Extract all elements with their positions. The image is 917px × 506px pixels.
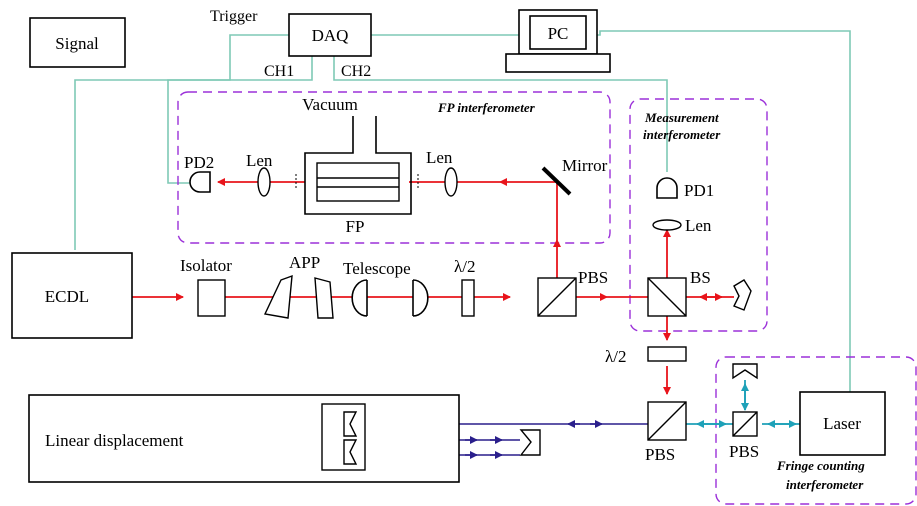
ch1-label: CH1 [264,63,294,80]
measurement-interferometer-label-1: Measurement [644,110,719,125]
telescope-icon [351,279,429,317]
bs-label: BS [690,268,711,287]
ecdl-box [11,252,133,339]
measurement-interferometer-label-2: interferometer [643,127,721,142]
lens-pd1-icon [652,219,682,231]
daq-label: DAQ [312,26,349,45]
fp-label: FP [346,217,365,236]
ecdl-label: ECDL [45,287,89,306]
telescope-label: Telescope [343,259,411,278]
pc-icon [505,9,611,73]
lens-right-icon [444,167,458,197]
retroreflector-fringe-icon [732,363,758,380]
pbs-top-icon [537,277,577,317]
ch2-label: CH2 [341,63,371,80]
fp-interferometer-enclosure [177,91,611,244]
half-wave-2-label: λ/2 [605,347,626,366]
fringe-counting-label-2: interferometer [786,477,864,492]
daq-box [288,13,372,57]
retroreflector-top-icon [733,279,752,311]
half-wave-plate-1-icon [461,279,475,317]
vacuum-label: Vacuum [302,95,358,114]
pc-label: PC [548,24,569,43]
retroreflector-bottom-icon [519,429,541,456]
laser-label: Laser [823,414,861,433]
pd1-icon [656,177,678,199]
signal-label: Signal [55,34,99,53]
pd2-icon [189,171,211,193]
pbs-bottom-label: PBS [645,445,675,464]
app-prism-pair-icon [263,274,334,319]
linear-displacement-stage [28,394,460,483]
app-label: APP [289,253,320,272]
pbs-fringe-label: PBS [729,442,759,461]
pd2-label: PD2 [184,153,214,172]
linear-displacement-label: Linear displacement [45,431,184,450]
len-right-label: Len [426,148,453,167]
cyan-laser-beams [686,380,800,428]
pd1-label: PD1 [684,181,714,200]
fringe-counting-enclosure [715,356,917,505]
isolator-label: Isolator [180,256,232,275]
stage-retroreflector-icon [321,403,366,471]
laser-box [799,391,886,456]
signal-box [29,17,126,68]
pbs-top-label: PBS [578,268,608,287]
signal-wiring [74,30,851,392]
lens-left-icon [257,167,271,197]
vacuum-chamber [295,116,419,215]
pbs-fringe-icon [732,411,758,437]
half-wave-plate-2-icon [647,346,687,362]
trigger-label: Trigger [210,8,258,25]
mirror-icon [541,166,572,196]
mirror-label: Mirror [562,156,608,175]
isolator-icon [197,279,226,317]
fp-interferometer-label: FP interferometer [437,100,536,115]
bs-icon [647,277,687,317]
len-pd1-label: Len [685,216,712,235]
len-left-label: Len [246,151,273,170]
half-wave-1-label: λ/2 [454,257,475,276]
fringe-counting-label-1: Fringe counting [776,458,865,473]
pbs-bottom-icon [647,401,687,441]
